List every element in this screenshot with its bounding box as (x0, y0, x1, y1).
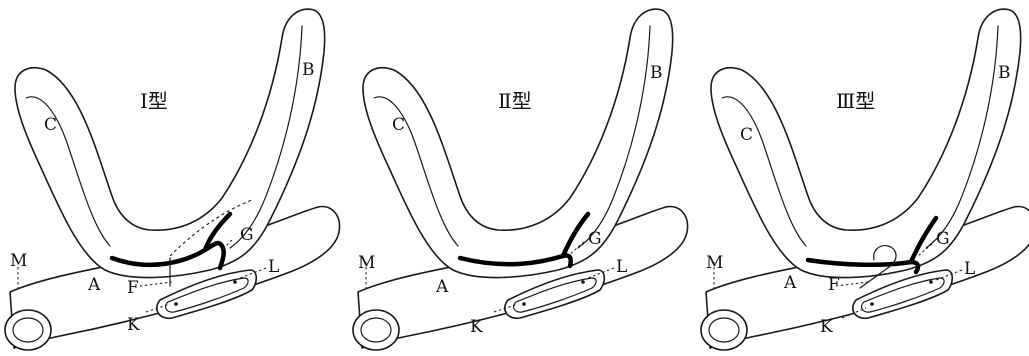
label-l: L (616, 257, 627, 277)
label-l: L (964, 259, 975, 279)
label-b: B (650, 63, 663, 83)
label-k: K (127, 315, 140, 335)
label-a: A (87, 275, 101, 295)
label-a: A (435, 277, 449, 297)
panel-title: Ⅱ型 (498, 89, 532, 113)
label-f: F (828, 275, 840, 295)
panel-type-2: Ⅱ型 B C A G L K M (353, 9, 688, 350)
label-b: B (302, 60, 315, 80)
label-g: G (588, 229, 602, 249)
label-g: G (936, 229, 950, 249)
label-l: L (268, 257, 279, 277)
label-a: A (783, 273, 797, 293)
label-f: F (127, 278, 139, 298)
label-k: K (820, 317, 833, 337)
label-c: C (392, 115, 405, 135)
panel-title: Ⅰ型 (140, 89, 168, 113)
label-k: K (470, 317, 483, 337)
label-m: M (10, 251, 27, 271)
label-g: G (240, 225, 254, 245)
panel-type-3: Ⅲ型 B C A F G L K M (701, 9, 1029, 350)
label-m: M (358, 253, 375, 273)
label-b: B (998, 63, 1011, 83)
label-c: C (740, 125, 753, 145)
panel-type-1: Ⅰ型 B C A F G L K M (5, 9, 340, 350)
label-c: C (44, 115, 57, 135)
panel-title: Ⅲ型 (836, 89, 875, 113)
label-m: M (706, 253, 723, 273)
